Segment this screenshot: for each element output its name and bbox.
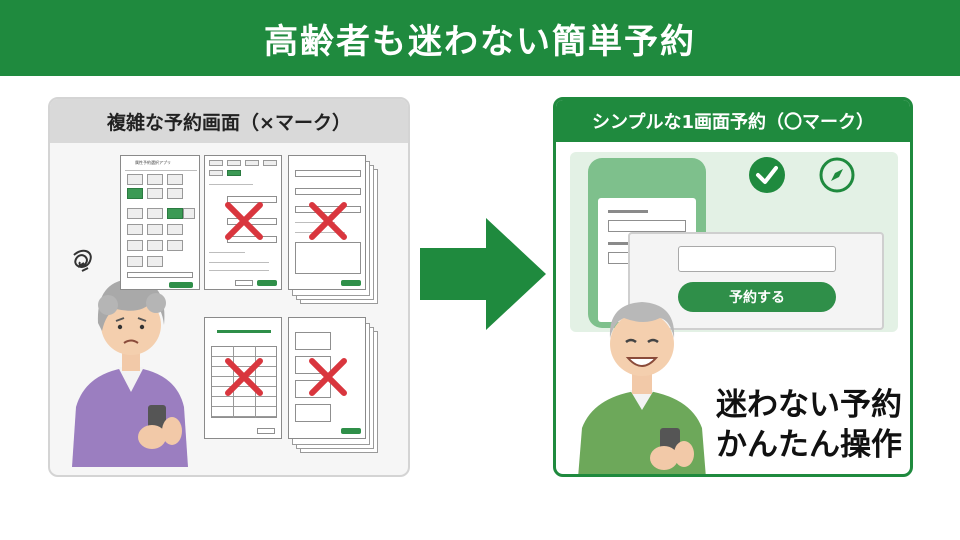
simple-booking-scene: 予約する [570, 152, 898, 332]
right-arrow-icon [420, 218, 546, 330]
simple-booking-panel: シンプルな1画面予約（〇マーク） 予約する [553, 97, 913, 477]
complex-form-grid: 属性予約選択アプリ [120, 155, 200, 290]
caption-line-1: 迷わない予約 [716, 387, 902, 423]
complex-form-text [288, 155, 366, 290]
smiling-elderly-man-illustration [578, 302, 706, 474]
form-grid-title: 属性予約選択アプリ [135, 160, 171, 165]
reserve-button[interactable]: 予約する [678, 282, 836, 312]
caption-line-2: かんたん操作 [716, 427, 902, 463]
benefit-caption: 迷わない予約 かんたん操作 [716, 385, 902, 465]
booking-input[interactable] [678, 246, 836, 272]
simple-booking-card: 予約する [628, 232, 884, 330]
confused-elderly-woman-illustration [72, 249, 188, 467]
red-x-icon [309, 202, 347, 240]
compass-icon [819, 157, 855, 193]
red-x-icon [309, 358, 347, 396]
complex-booking-panel: 複雑な予約画面（×マーク） 属性予約選択アプリ [48, 97, 410, 477]
check-circle-icon [749, 157, 785, 193]
red-x-icon [225, 202, 263, 240]
simple-panel-title: シンプルな1画面予約（〇マーク） [556, 100, 910, 142]
page-title: 高齢者も迷わない簡単予約 [264, 21, 696, 62]
complex-panel-title: 複雑な予約画面（×マーク） [50, 99, 408, 143]
red-x-icon [225, 358, 263, 396]
scribble-confusion-icon [73, 249, 92, 268]
header-banner: 高齢者も迷わない簡単予約 [0, 0, 960, 76]
